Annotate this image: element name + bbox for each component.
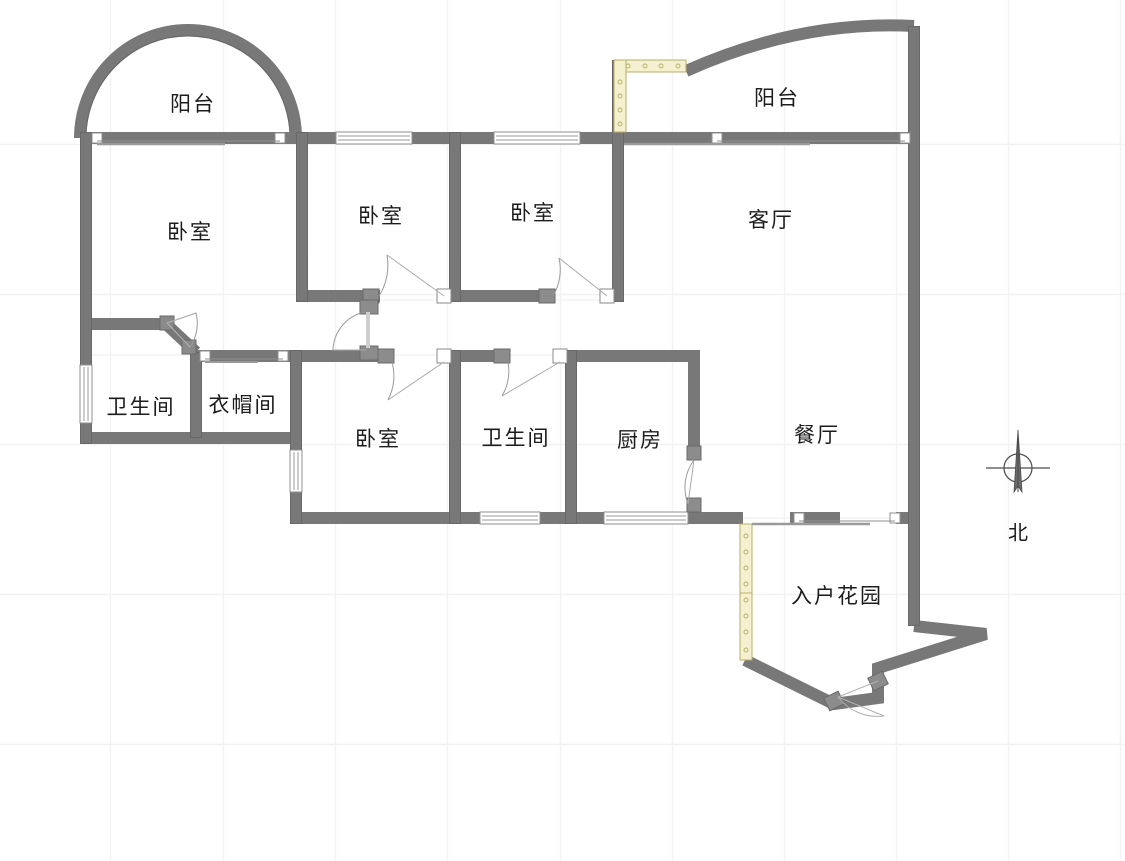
wall-lower-south-seg-1 [290, 512, 480, 524]
wall-edge-highlights [80, 26, 920, 626]
door-bedroom-master [159, 312, 198, 355]
room-label-bedroom-two: 卧室 [358, 204, 404, 228]
room-label-bathroom-master: 卫生间 [106, 395, 176, 419]
wall-bedroom4-west [290, 350, 302, 524]
wall-lower-south-seg-3 [688, 512, 743, 524]
wall-bedroom3-south [449, 290, 553, 302]
wall-bedroom2-south [296, 290, 380, 302]
window-bedroom-four-west [289, 449, 303, 493]
room-label-entry-garden: 入户花园 [791, 584, 883, 608]
room-label-bedroom-master: 卧室 [167, 220, 213, 244]
wall-closet-north [196, 350, 306, 362]
window-walk-in-closet [199, 350, 289, 363]
compass-rose [986, 429, 1050, 494]
door-corridor [332, 299, 379, 361]
room-label-kitchen: 厨房 [617, 428, 663, 452]
room-label-bathroom-second: 卫生间 [481, 426, 551, 450]
window-bedroom-two [335, 131, 413, 145]
wall-outer-right [908, 26, 920, 626]
wall-bedroom2-bedroom3-divider [449, 132, 461, 302]
railing-entry-garden [739, 523, 753, 661]
room-label-dining-room: 餐厅 [794, 423, 840, 447]
wall-north-seg-3 [612, 132, 920, 144]
door-bedroom-four [377, 348, 452, 401]
door-bedroom-two [362, 254, 452, 304]
wall-entry-garden-outline [742, 620, 988, 711]
wall-balcony-nw-arc-edge [85, 35, 291, 139]
room-label-living-room: 客厅 [748, 208, 794, 232]
window-bedroom-three [493, 131, 581, 145]
wall-lower-north-seg-3 [553, 350, 700, 362]
wall-bedroom1-bedroom2-divider [296, 132, 308, 302]
wall-bedroom4-bath2-divider [449, 350, 461, 524]
reference-hairlines [92, 137, 908, 519]
room-label-balcony-north-east: 阳台 [754, 86, 800, 110]
wall-balcony-ne-arc [683, 19, 915, 77]
compass-north-label: 北 [1008, 522, 1028, 545]
wall-lower-north-seg-1 [290, 350, 380, 362]
window-bathroom-master [79, 364, 93, 424]
wall-kitchen-east [688, 350, 700, 456]
wall-bathroom-closet-south [80, 432, 295, 444]
railing-balcony-ne-vertical [613, 59, 627, 133]
window-group [79, 131, 911, 526]
window-balcony-nw [91, 132, 286, 146]
door-bedroom-three [538, 257, 615, 304]
room-label-walk-in-closet: 衣帽间 [208, 393, 278, 417]
door-kitchen [684, 445, 702, 513]
wall-bath2-kitchen-divider [565, 350, 577, 524]
window-bedroom-four-south [479, 511, 541, 525]
room-label-bedroom-three: 卧室 [510, 201, 556, 225]
window-kitchen-south [603, 511, 689, 525]
wall-balcony-nw-arc [74, 24, 302, 139]
wall-bathroom-closet-divider [190, 352, 202, 438]
railing-group [613, 59, 753, 661]
window-living-room [624, 132, 911, 146]
door-entry [823, 670, 889, 717]
room-label-bedroom-four: 卧室 [355, 427, 401, 451]
wall-master-bedroom-south [80, 318, 166, 330]
door-group [159, 254, 889, 717]
room-label-balcony-north-west: 阳台 [170, 92, 216, 116]
window-dining-south [752, 512, 901, 526]
door-bathroom-second [493, 348, 568, 397]
